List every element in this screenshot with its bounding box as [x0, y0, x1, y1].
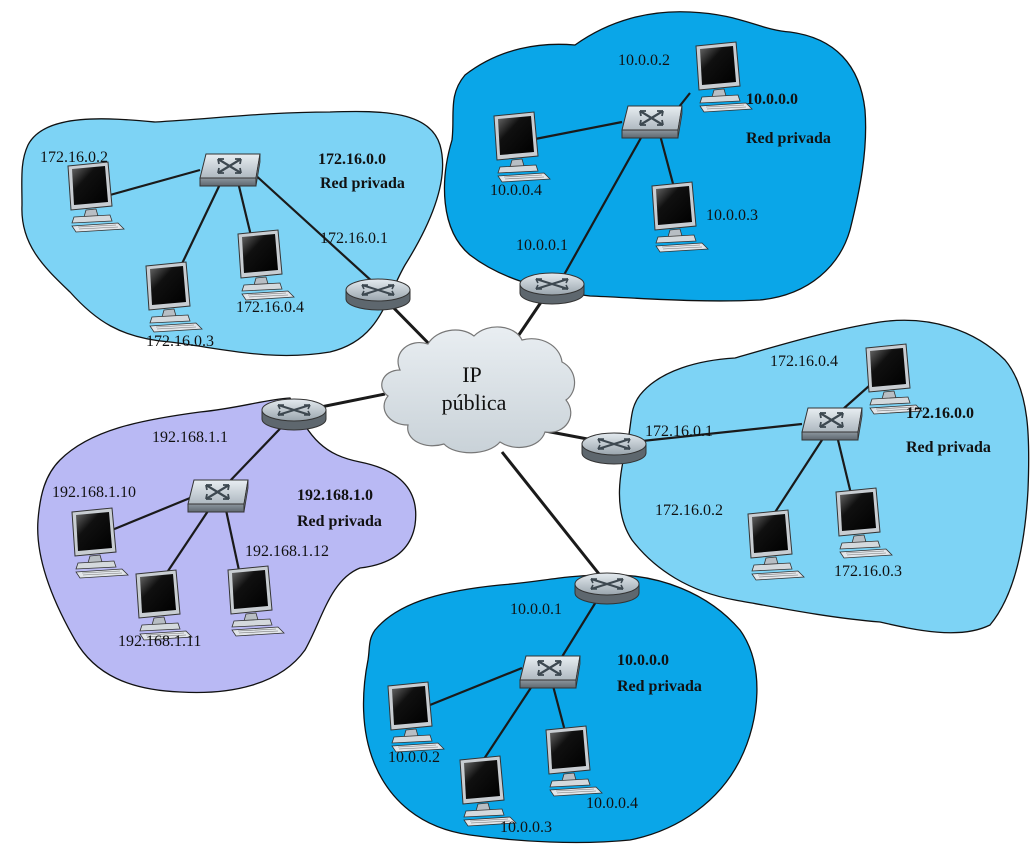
- network-label: 10.0.0.0: [617, 652, 669, 669]
- network-type-label: Red privada: [617, 678, 702, 695]
- host-ip-label: 10.0.0.4: [490, 182, 542, 199]
- host-ip-label: 10.0.0.2: [618, 52, 670, 69]
- host-ip-label: 10.0.0.4: [586, 795, 638, 812]
- router-icon: [574, 572, 640, 605]
- switch-icon: [198, 152, 262, 188]
- network-type-label: Red privada: [320, 175, 405, 192]
- public-ip-cloud: IP pública: [381, 326, 576, 454]
- router-icon: [519, 272, 585, 305]
- switch-icon: [186, 478, 250, 514]
- router-icon: [261, 398, 327, 431]
- router-icon: [581, 432, 647, 465]
- switch-icon: [800, 406, 864, 442]
- host-ip-label: 172.16.0.4: [236, 299, 304, 316]
- host-ip-label: 10.0.0.2: [388, 749, 440, 766]
- host-ip-label: 192.168.1.12: [245, 543, 329, 560]
- router-ip-label: 172.16.0.1: [645, 423, 713, 440]
- router-ip-label: 10.0.0.1: [516, 237, 568, 254]
- host-ip-label: 172.16.0.3: [146, 333, 214, 350]
- host-ip-label: 172.16.0.2: [655, 502, 723, 519]
- switch-icon: [620, 104, 684, 140]
- network-ne-area: [443, 11, 867, 302]
- host-ip-label: 172.16.0.2: [40, 149, 108, 166]
- network-label: 172.16.0.0: [318, 151, 386, 168]
- network-type-label: Red privada: [297, 513, 382, 530]
- cloud-label-public: pública: [442, 390, 507, 415]
- router-ip-label: 10.0.0.1: [510, 601, 562, 618]
- network-type-label: Red privada: [906, 439, 991, 456]
- host-ip-label: 172.16.0.4: [770, 353, 838, 370]
- host-ip-label: 10.0.0.3: [706, 207, 758, 224]
- host-ip-label: 10.0.0.3: [500, 819, 552, 836]
- host-ip-label: 192.168.1.10: [52, 484, 136, 501]
- host-ip-label: 172.16.0.3: [834, 563, 902, 580]
- router-ip-label: 192.168.1.1: [152, 429, 228, 446]
- router-ip-label: 172.16.0.1: [320, 230, 388, 247]
- switch-icon: [518, 654, 582, 690]
- network-type-label: Red privada: [746, 130, 831, 147]
- network-label: 10.0.0.0: [746, 91, 798, 108]
- network-e-area: [618, 319, 1030, 634]
- cloud-label-ip: IP: [462, 362, 482, 387]
- network-w-area: [37, 397, 417, 694]
- network-label: 172.16.0.0: [906, 405, 974, 422]
- router-icon: [345, 278, 411, 311]
- network-label: 192.168.1.0: [297, 487, 373, 504]
- host-ip-label: 192.168.1.11: [118, 633, 201, 650]
